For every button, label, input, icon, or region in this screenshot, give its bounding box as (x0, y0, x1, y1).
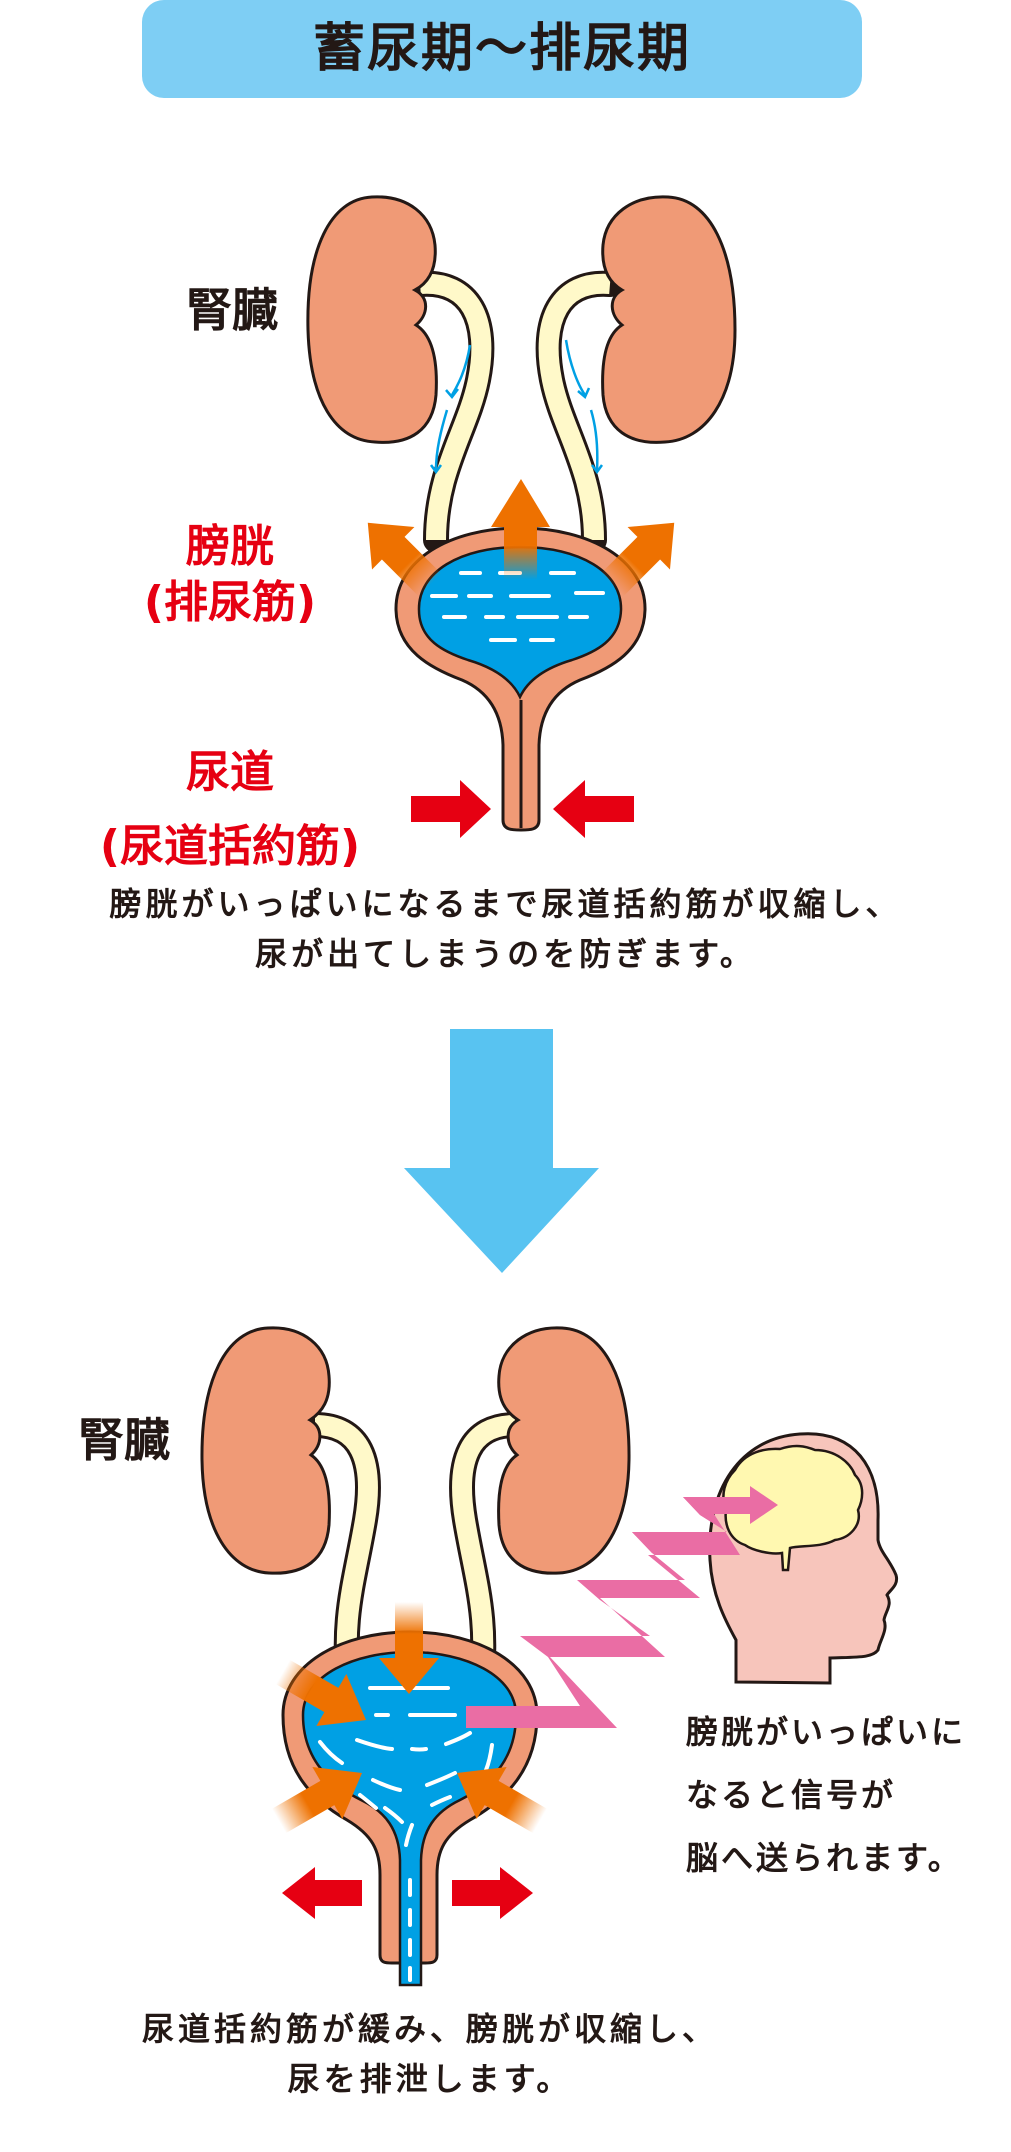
voiding-phase-illustration (200, 1326, 899, 1987)
expand-arrow-upright (600, 522, 675, 597)
sphincter-arrow-right (411, 780, 491, 838)
kidney-label: 腎臓 (186, 283, 278, 337)
caption-line: 膀胱がいっぱいになるまで尿道括約筋が収縮し、 (109, 885, 902, 923)
caption-line: 尿道括約筋が緩み、膀胱が収縮し、 (141, 2010, 718, 2048)
voiding-caption: 尿道括約筋が緩み、膀胱が収縮し、 尿を排泄します。 (0, 2004, 860, 2104)
bladder-label: 膀胱 (186, 521, 274, 572)
expand-arrow-upleft (367, 522, 442, 597)
page-title: 蓄尿期〜排尿期 (312, 19, 691, 79)
sphincter-arrow-left (553, 780, 634, 838)
bladder-muscle-label: (排尿筋) (143, 577, 317, 628)
signal-note-line: なると信号が (686, 1776, 897, 1814)
brain (722, 1444, 864, 1572)
ureter-left (407, 270, 495, 553)
down-arrow-icon (404, 1029, 599, 1273)
caption-line: 尿を排泄します。 (287, 2060, 573, 2098)
storage-caption: 膀胱がいっぱいになるまで尿道括約筋が収縮し、 尿が出てしまうのを防ぎます。 (0, 879, 1011, 979)
caption-line: 尿が出てしまうのを防ぎます。 (255, 935, 756, 973)
signal-note-line: 膀胱がいっぱいに (686, 1713, 967, 1751)
sphincter-relax-arrow-right (452, 1867, 533, 1919)
kidney-left (200, 1326, 331, 1575)
signal-note-line: 脳へ送られます。 (686, 1839, 963, 1877)
kidney-right (601, 195, 737, 444)
bladder-urine (417, 545, 623, 700)
bladder-expand-arrows (367, 479, 675, 597)
ureter-right (449, 1412, 528, 1703)
sphincter-relax-arrow-left (282, 1867, 362, 1919)
storage-phase-illustration (306, 195, 737, 838)
contract-arrow-lower-left (271, 1767, 362, 1834)
kidney-right (497, 1326, 631, 1575)
contract-arrow-lower-right (457, 1767, 548, 1834)
kidney-left (306, 195, 438, 444)
urethra-label: 尿道 (186, 747, 274, 798)
urine-flow-arrow (434, 344, 472, 471)
ureter-right (535, 270, 623, 553)
nerve-signal-arrow-head (632, 1486, 778, 1555)
kidney-label: 腎臓 (78, 1413, 170, 1467)
contract-arrow-upper-left (275, 1659, 366, 1726)
expand-arrow-up (491, 479, 550, 580)
contract-arrow-down (379, 1602, 439, 1694)
signal-note: 膀胱がいっぱいに なると信号が 脳へ送られます。 (686, 1701, 966, 1890)
urethra-muscle-label: (尿道括約筋) (99, 821, 361, 872)
bladder-contract-arrows (271, 1602, 548, 1834)
urine-flow-arrow (564, 339, 599, 471)
ureter-left (302, 1412, 381, 1703)
title-banner: 蓄尿期〜排尿期 (142, 0, 862, 98)
